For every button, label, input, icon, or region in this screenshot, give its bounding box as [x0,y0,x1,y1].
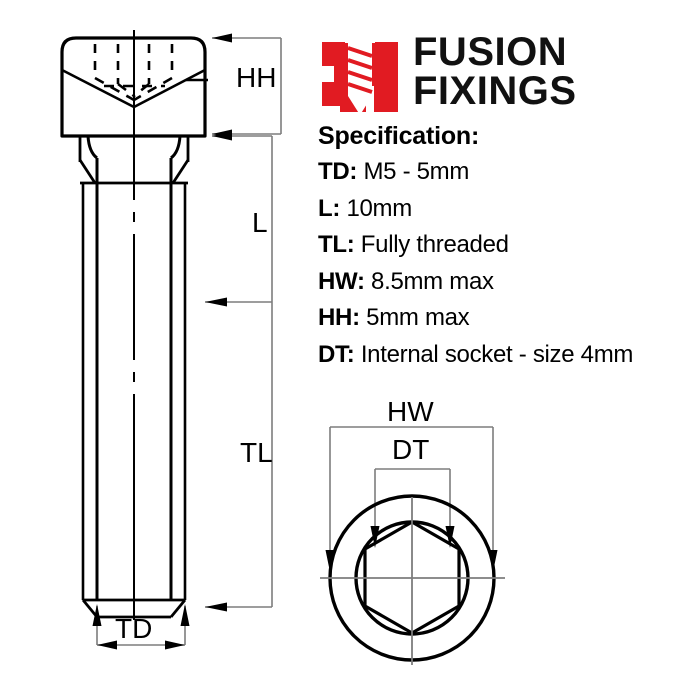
spec-row-hh: HH: 5mm max [318,300,700,337]
spec-key-hw: HW: [318,267,365,295]
spec-value-tl: Fully threaded [360,231,509,258]
brand-line-2: FIXINGS [413,69,577,113]
spec-row-tl: TL: Fully threaded [318,227,700,264]
brand-line-1: FUSION [413,30,568,74]
spec-value-dt: Internal socket - size 4mm [360,340,634,368]
brand-wordmark: FUSION FIXINGS [413,30,577,113]
dimension-label-td: TD [115,613,153,644]
spec-value-hw: 8.5mm max [371,267,494,295]
spec-key-tl: TL: [318,231,355,258]
logo-screw-glyph [345,36,375,115]
dimension-arrow [92,33,232,650]
spec-row-td: TD: M5 - 5mm [318,154,700,191]
spec-key-l: L: [318,194,341,222]
hidden-socket-lines [93,44,174,84]
spec-row-hw: HW: 8.5mm max [318,264,700,301]
specification-block: Specification: TD: M5 - 5mm L: 10mm TL: … [318,118,700,373]
dimension-label-dt: DT [392,434,430,465]
spec-key-dt: DT: [318,340,355,368]
screw-side-view-geometry [60,30,208,620]
dimension-label-tl: TL [240,437,273,468]
dimension-label-hw: HW [387,396,434,427]
spec-value-hh: 5mm max [366,304,470,331]
hidden-socket-cone [94,76,173,102]
specification-title: Specification: [318,122,480,150]
dimension-label-hh: HH [236,62,277,93]
spec-value-td: M5 - 5mm [363,158,470,185]
spec-row-l: L: 10mm [318,191,700,228]
dimension-label-l: L [252,207,268,238]
centre-line-top [320,497,505,665]
spec-value-l: 10mm [346,194,412,222]
spec-row-dt: DT: Internal socket - size 4mm [318,337,700,374]
spec-key-hh: HH: [318,304,360,331]
screw-top-view-geometry [320,426,505,665]
spec-key-td: TD: [318,158,358,185]
